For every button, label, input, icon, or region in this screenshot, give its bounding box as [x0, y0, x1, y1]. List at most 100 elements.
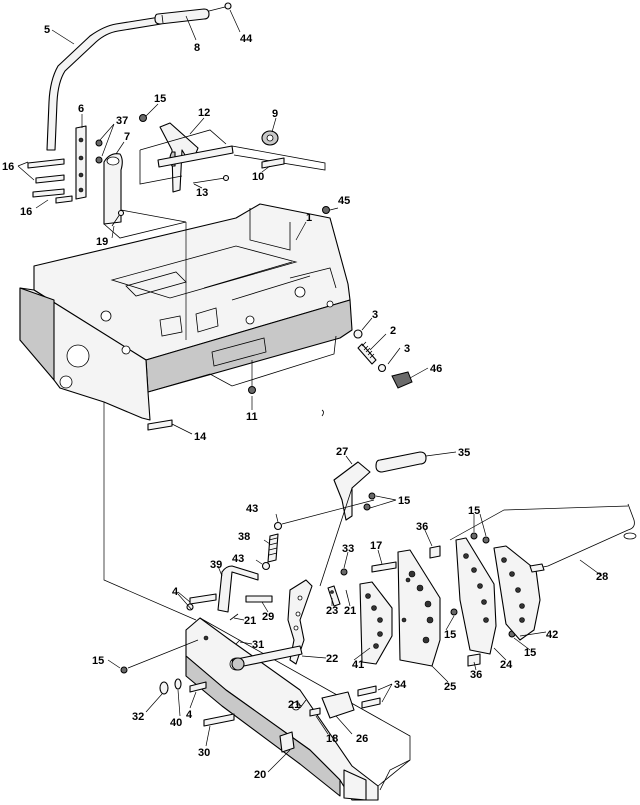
handle-grip — [154, 8, 210, 25]
callout-labels: 5 8 44 15 12 9 6 37 7 16 16 13 10 19 45 … — [2, 24, 608, 781]
callout-27: 27 — [336, 446, 348, 458]
callout-17: 17 — [370, 540, 382, 552]
callout-3: 3 — [372, 309, 378, 321]
callout-41: 41 — [352, 659, 364, 671]
nut — [322, 206, 330, 214]
callout-1: 1 — [306, 212, 312, 224]
callout-21: 21 — [244, 615, 256, 627]
bolts — [27, 158, 73, 204]
callout-8: 8 — [194, 42, 200, 54]
mounting-strap — [75, 125, 87, 200]
pin — [245, 595, 273, 603]
cross-shaft — [231, 645, 303, 671]
detent-plate-small — [359, 581, 393, 665]
callout-15: 15 — [444, 629, 456, 641]
callout-16: 16 — [2, 161, 14, 173]
callout-21: 21 — [288, 699, 300, 711]
callout-10: 10 — [252, 171, 264, 183]
callout-6: 6 — [78, 103, 84, 115]
callout-44: 44 — [240, 33, 253, 45]
callout-20: 20 — [254, 769, 266, 781]
callout-3: 3 — [404, 343, 410, 355]
nuts — [363, 492, 376, 511]
cable — [449, 503, 637, 573]
callout-9: 9 — [272, 108, 278, 120]
callout-45: 45 — [338, 195, 350, 207]
callout-12: 12 — [198, 107, 210, 119]
callout-30: 30 — [198, 747, 210, 759]
handle-tube — [46, 16, 162, 151]
callout-16: 16 — [20, 206, 32, 218]
callout-14: 14 — [194, 431, 207, 443]
callout-18: 18 — [326, 733, 338, 745]
callout-19: 19 — [96, 236, 108, 248]
nut — [340, 568, 348, 576]
callout-46: 46 — [430, 363, 442, 375]
arc-mark — [321, 409, 324, 417]
cotter-pin — [299, 699, 321, 717]
callout-29: 29 — [262, 611, 274, 623]
callout-15: 15 — [398, 495, 410, 507]
callout-31: 31 — [252, 639, 264, 651]
clevis-plate — [321, 691, 355, 719]
washers — [159, 678, 207, 695]
pins — [357, 685, 381, 709]
screw — [111, 209, 125, 227]
nuts — [95, 139, 103, 164]
spring — [261, 499, 375, 571]
callout-39: 39 — [210, 559, 222, 571]
connector-line — [103, 402, 197, 621]
pivot-bracket — [103, 153, 187, 239]
bolt — [203, 713, 235, 727]
cotter-pin — [229, 613, 239, 621]
callout-7: 7 — [124, 131, 130, 143]
spring-assembly — [353, 329, 413, 389]
u-bracket — [217, 565, 259, 613]
callout-23: 23 — [326, 605, 338, 617]
callout-21: 21 — [344, 605, 356, 617]
bushing — [261, 130, 279, 146]
callout-42: 42 — [546, 629, 558, 641]
callout-38: 38 — [238, 531, 250, 543]
callout-15: 15 — [154, 93, 166, 105]
callout-4: 4 — [186, 709, 193, 721]
screw — [192, 174, 230, 184]
pedal-grip — [375, 451, 427, 473]
bolt — [371, 561, 397, 573]
bolt — [186, 593, 217, 611]
callout-2: 2 — [390, 325, 396, 337]
main-frame — [19, 203, 353, 421]
callout-28: 28 — [596, 571, 608, 583]
nut — [248, 360, 256, 394]
callout-15: 15 — [468, 505, 480, 517]
callout-36: 36 — [416, 521, 428, 533]
callout-13: 13 — [196, 187, 208, 199]
callout-43: 43 — [232, 553, 244, 565]
callout-32: 32 — [132, 711, 144, 723]
nut — [120, 639, 199, 674]
callout-24: 24 — [500, 659, 513, 671]
cotter-pin — [235, 639, 241, 645]
pedal-arm — [319, 461, 371, 587]
callout-43: 43 — [246, 503, 258, 515]
bolt — [261, 157, 285, 169]
callout-40: 40 — [170, 717, 182, 729]
callout-37: 37 — [116, 115, 128, 127]
spacer — [429, 545, 481, 667]
callout-5: 5 — [44, 24, 50, 36]
detent-plate — [455, 537, 497, 655]
callout-15: 15 — [92, 655, 104, 667]
callout-25: 25 — [444, 681, 456, 693]
screw — [208, 2, 232, 12]
callout-35: 35 — [458, 447, 470, 459]
callout-4: 4 — [172, 586, 179, 598]
detent-plate-end — [493, 545, 541, 641]
leader-lines — [17, 9, 603, 773]
callout-34: 34 — [394, 679, 407, 691]
bolt — [147, 419, 173, 431]
callout-15: 15 — [524, 647, 536, 659]
link-plate — [327, 585, 349, 607]
detent-plate-large — [397, 549, 441, 667]
callout-33: 33 — [342, 543, 354, 555]
